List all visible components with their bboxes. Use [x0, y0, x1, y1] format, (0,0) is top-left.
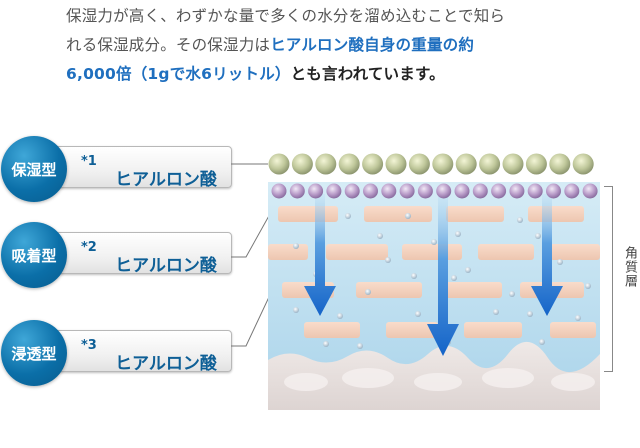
adsorbing-molecule	[527, 183, 543, 199]
moisturizing-molecule	[455, 153, 477, 175]
badge-adsorbing: 吸着型	[1, 222, 67, 288]
label-pill-adsorbing: ヒアルロン酸 *2	[46, 232, 232, 276]
adsorbing-molecule	[417, 183, 433, 199]
label-name: ヒアルロン酸	[115, 256, 217, 276]
label-text: ヒアルロン酸 *1	[81, 154, 217, 190]
label-text: ヒアルロン酸 *3	[81, 338, 217, 374]
intro-line-3-text: とも言われています。	[290, 65, 445, 83]
adsorbing-molecule	[582, 183, 598, 199]
intro-line-2-highlight: ヒアルロン酸自身の重量の約	[270, 36, 475, 54]
moisturizing-molecule	[385, 153, 407, 175]
footnote-mark: *3	[81, 338, 97, 353]
moisturizing-molecule	[549, 153, 571, 175]
adsorbing-molecule	[363, 183, 378, 199]
badge-moisturizing: 保湿型	[1, 136, 67, 202]
intro-line-3: 6,000倍（1gで水6リットル）とも言われています。	[66, 60, 626, 89]
down-arrow-2	[427, 194, 459, 356]
adsorbing-molecule	[326, 183, 342, 199]
label-text: ヒアルロン酸 *2	[81, 240, 217, 276]
label-pill-penetrating: ヒアルロン酸 *3	[46, 330, 232, 374]
label-name: ヒアルロン酸	[115, 354, 217, 374]
penetration-arrows	[304, 194, 563, 356]
down-arrow-3	[531, 194, 563, 316]
moisturizing-molecule	[502, 153, 524, 175]
moisturizing-molecule	[432, 153, 454, 175]
moisturizing-molecule	[408, 153, 430, 175]
adsorbing-molecule	[564, 183, 580, 199]
adsorbing-molecule	[289, 183, 305, 199]
adsorbing-molecule	[454, 183, 470, 199]
intro-text: 保湿力が高く、わずかな量で多くの水分を溜め込むことで知ら れる保湿成分。その保湿…	[66, 2, 626, 89]
intro-line-3-highlight: 6,000倍（1gで水6リットル）	[66, 65, 291, 83]
lower-cell-highlights	[284, 368, 595, 391]
badge-penetrating: 浸透型	[1, 320, 67, 386]
moisturizing-molecule	[479, 153, 501, 175]
intro-line-2-text: れる保湿成分。その保湿力は	[66, 36, 271, 54]
moisturizing-molecule	[362, 153, 384, 175]
intro-line-2: れる保湿成分。その保湿力はヒアルロン酸自身の重量の約	[66, 31, 626, 60]
adsorbing-molecule	[472, 183, 488, 199]
adsorbing-molecule	[381, 183, 397, 199]
adsorbing-molecule	[308, 183, 324, 199]
adsorbing-molecule	[509, 183, 525, 199]
moisturizing-molecule	[291, 153, 313, 175]
moisturizing-molecule	[525, 153, 547, 175]
down-arrow-1	[304, 194, 336, 316]
adsorbing-molecule	[436, 183, 452, 199]
label-name: ヒアルロン酸	[115, 170, 217, 190]
stratum-bracket	[604, 186, 613, 372]
label-pill-moisturizing: ヒアルロン酸 *1	[46, 146, 232, 190]
stratum-corneum-label: 角質層	[622, 246, 637, 288]
skin-layer-diagram	[268, 153, 600, 410]
moisturizing-molecule	[572, 153, 594, 175]
footnote-mark: *2	[81, 240, 97, 255]
adsorbing-molecules-row	[271, 183, 598, 199]
moisturizing-molecules-row	[268, 153, 594, 175]
adsorbing-molecule	[491, 183, 507, 199]
footnote-mark: *1	[81, 154, 97, 169]
adsorbing-molecule	[344, 183, 360, 199]
moisturizing-molecule	[315, 153, 337, 175]
moisturizing-molecule	[268, 153, 290, 175]
intro-line-1: 保湿力が高く、わずかな量で多くの水分を溜め込むことで知ら	[66, 7, 506, 25]
adsorbing-molecule	[271, 183, 287, 199]
adsorbing-molecule	[546, 183, 561, 199]
adsorbing-molecule	[399, 183, 415, 199]
moisturizing-molecule	[338, 153, 360, 175]
